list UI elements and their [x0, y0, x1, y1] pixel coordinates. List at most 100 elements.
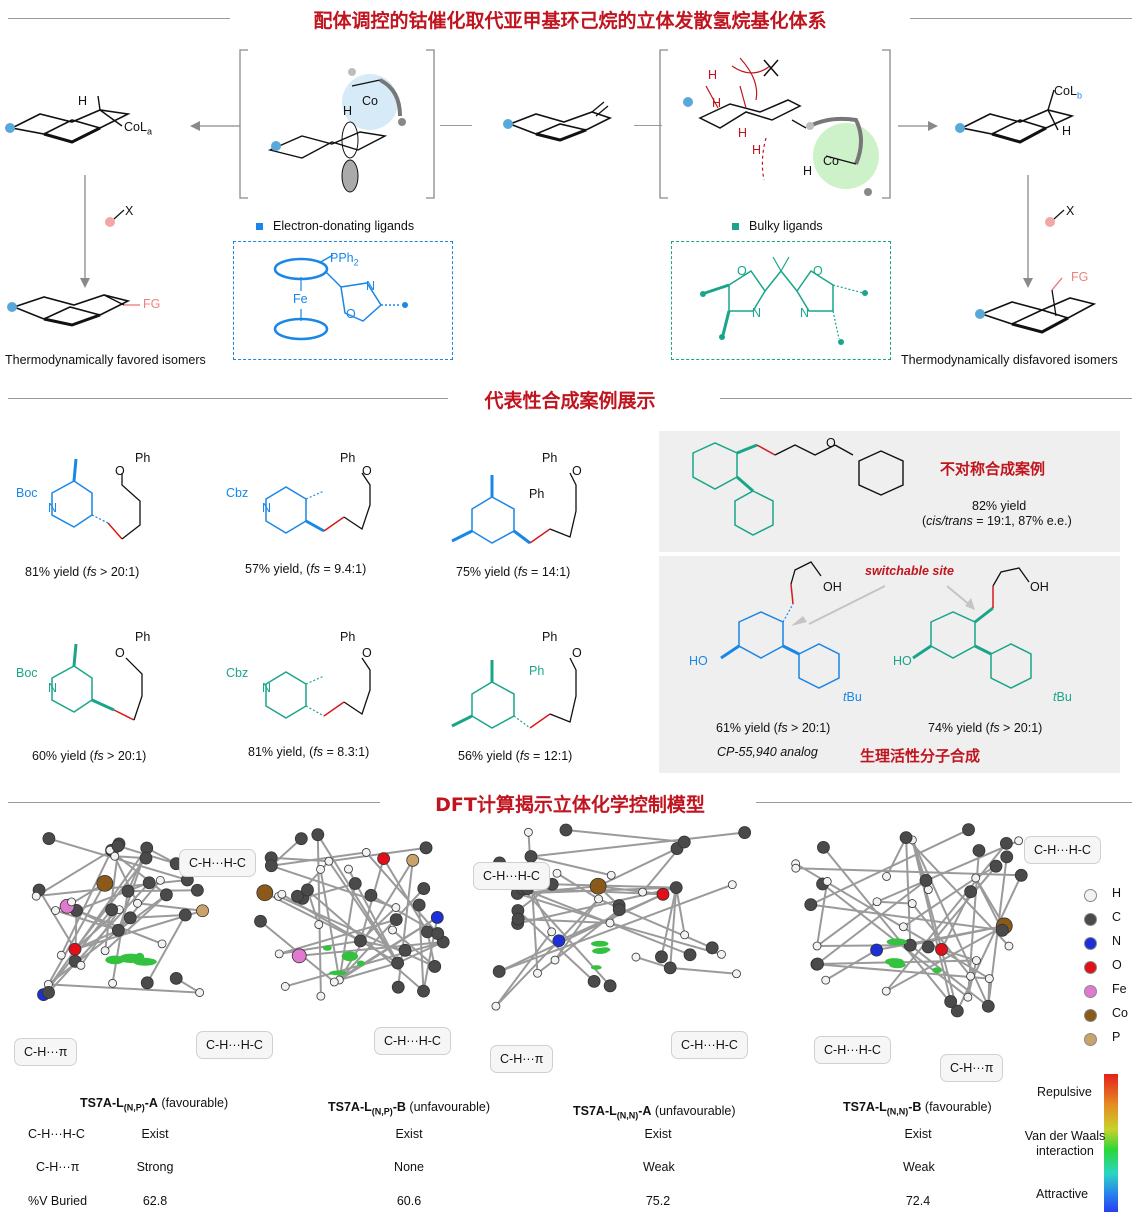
atom [492, 965, 506, 978]
atom [552, 934, 566, 948]
bio-right-caption-pre: 74% yield ( [928, 721, 990, 735]
table-row-label-2: C-H···π [36, 1160, 80, 1174]
right-ts-h-co: H [803, 164, 813, 178]
bond [42, 847, 148, 996]
bio-title: 生理活性分子合成 [860, 747, 981, 765]
bio-panel [659, 556, 1120, 773]
legend-swatch-fe [1084, 985, 1097, 998]
atom [110, 851, 120, 861]
ferrocene-fe: Fe [293, 292, 308, 306]
bond [391, 929, 436, 968]
atom [344, 864, 353, 874]
bio-right-tbu: tBu [1053, 690, 1072, 704]
structure-name-4-sub: (N,N) [886, 1106, 909, 1117]
left-product-col: CoLa [124, 120, 152, 137]
atom [1014, 868, 1028, 882]
atom [76, 960, 86, 970]
middle-section-title: 代表性合成案例展示 [484, 390, 656, 412]
structure-name-2-sub: (N,P) [371, 1106, 393, 1117]
nci-surface [135, 952, 145, 963]
bond [338, 883, 357, 981]
bond [518, 918, 611, 924]
atom [738, 826, 752, 839]
bottom-section-title: DFT计算揭示立体化学控制模型 [435, 794, 705, 816]
atom [195, 988, 205, 997]
atom [511, 912, 525, 926]
atom [812, 941, 822, 951]
atom [919, 874, 933, 887]
atom [417, 882, 431, 895]
atom [872, 897, 882, 907]
bond [80, 909, 121, 966]
atom [669, 881, 683, 894]
atom [314, 920, 324, 929]
bond [660, 887, 678, 958]
table-row-label-1: C-H···H-C [28, 1127, 85, 1141]
right-product-col: CoLb [1054, 84, 1082, 101]
bond [669, 887, 678, 968]
atom [612, 903, 626, 917]
nci-surface [592, 948, 608, 955]
example-3-ph-sub: Ph [529, 487, 545, 501]
atom [705, 941, 719, 955]
atom [68, 942, 82, 956]
bio-right-oh: OH [1030, 580, 1049, 594]
atom [971, 873, 981, 883]
atom [559, 823, 573, 837]
atom [663, 961, 677, 975]
atom [155, 875, 165, 885]
bio-structures [720, 561, 1032, 689]
atom [329, 977, 339, 987]
example-4-structure [51, 643, 143, 721]
example-6-caption-post: = 12:1) [529, 749, 573, 763]
legend-label-n: N [1112, 934, 1122, 948]
callout-chh-5: C-H···H-C [671, 1031, 748, 1059]
atom [364, 888, 378, 902]
bio-left-caption-post: > 20:1) [787, 721, 831, 735]
atom [981, 999, 995, 1013]
structure-name-4-pre: TS7A-L [843, 1100, 887, 1114]
structure-name-1: TS7A-L(N,P)-A (favourable) [80, 1096, 228, 1113]
left-pointing-arrow [190, 121, 240, 131]
atom [899, 831, 913, 845]
asym-detail: (cis/trans = 19:1, 87% e.e.) [922, 514, 1072, 528]
bond [495, 940, 560, 1007]
atom [294, 832, 308, 846]
callout-chh-2: C-H···H-C [196, 1031, 273, 1059]
bio-right-tbu-t: t [1053, 690, 1057, 704]
ferrocene-pph2-main: PPh [330, 251, 354, 265]
bond [810, 828, 969, 906]
atom [280, 982, 290, 991]
example-6-caption: 56% yield (fs = 12:1) [458, 749, 572, 763]
structure-name-1-sub: (N,P) [123, 1102, 145, 1113]
structure-name-1-post: -A [144, 1096, 158, 1110]
atom [1014, 836, 1024, 846]
atom [42, 832, 56, 845]
bottom-title-rule-left [8, 802, 380, 803]
right-reagent-x: X [1066, 204, 1075, 218]
atom [354, 934, 367, 948]
right-product-col-sub: b [1076, 90, 1082, 101]
example-4-caption: 60% yield (fs > 20:1) [32, 749, 146, 763]
right-product-h: H [1062, 124, 1072, 138]
right-ts-h3: H [738, 126, 748, 140]
table-cell: 72.4 [905, 1194, 931, 1208]
example-1-caption-fs: fs [86, 565, 97, 579]
atom [105, 903, 119, 917]
structure-name-3-note: (unfavourable) [651, 1104, 736, 1118]
atom [264, 859, 278, 873]
bond [365, 851, 439, 935]
bio-right-tbu-rest: Bu [1056, 690, 1072, 704]
bio-right-caption: 74% yield (fs > 20:1) [928, 721, 1042, 735]
right-outcome-label: Thermodynamically disfavored isomers [901, 353, 1118, 367]
atom [533, 968, 542, 978]
nci-surface [590, 965, 602, 970]
atom [655, 950, 668, 964]
atom [656, 887, 670, 901]
middle-title-rule-right [720, 398, 1132, 399]
atom [430, 911, 444, 924]
example-2-caption: 57% yield, (fs = 9.4:1) [245, 562, 366, 576]
example-1-ph: Ph [135, 451, 151, 465]
structure-name-3-pre: TS7A-L [573, 1104, 617, 1118]
table-row-label-3: %V Buried [28, 1194, 88, 1208]
